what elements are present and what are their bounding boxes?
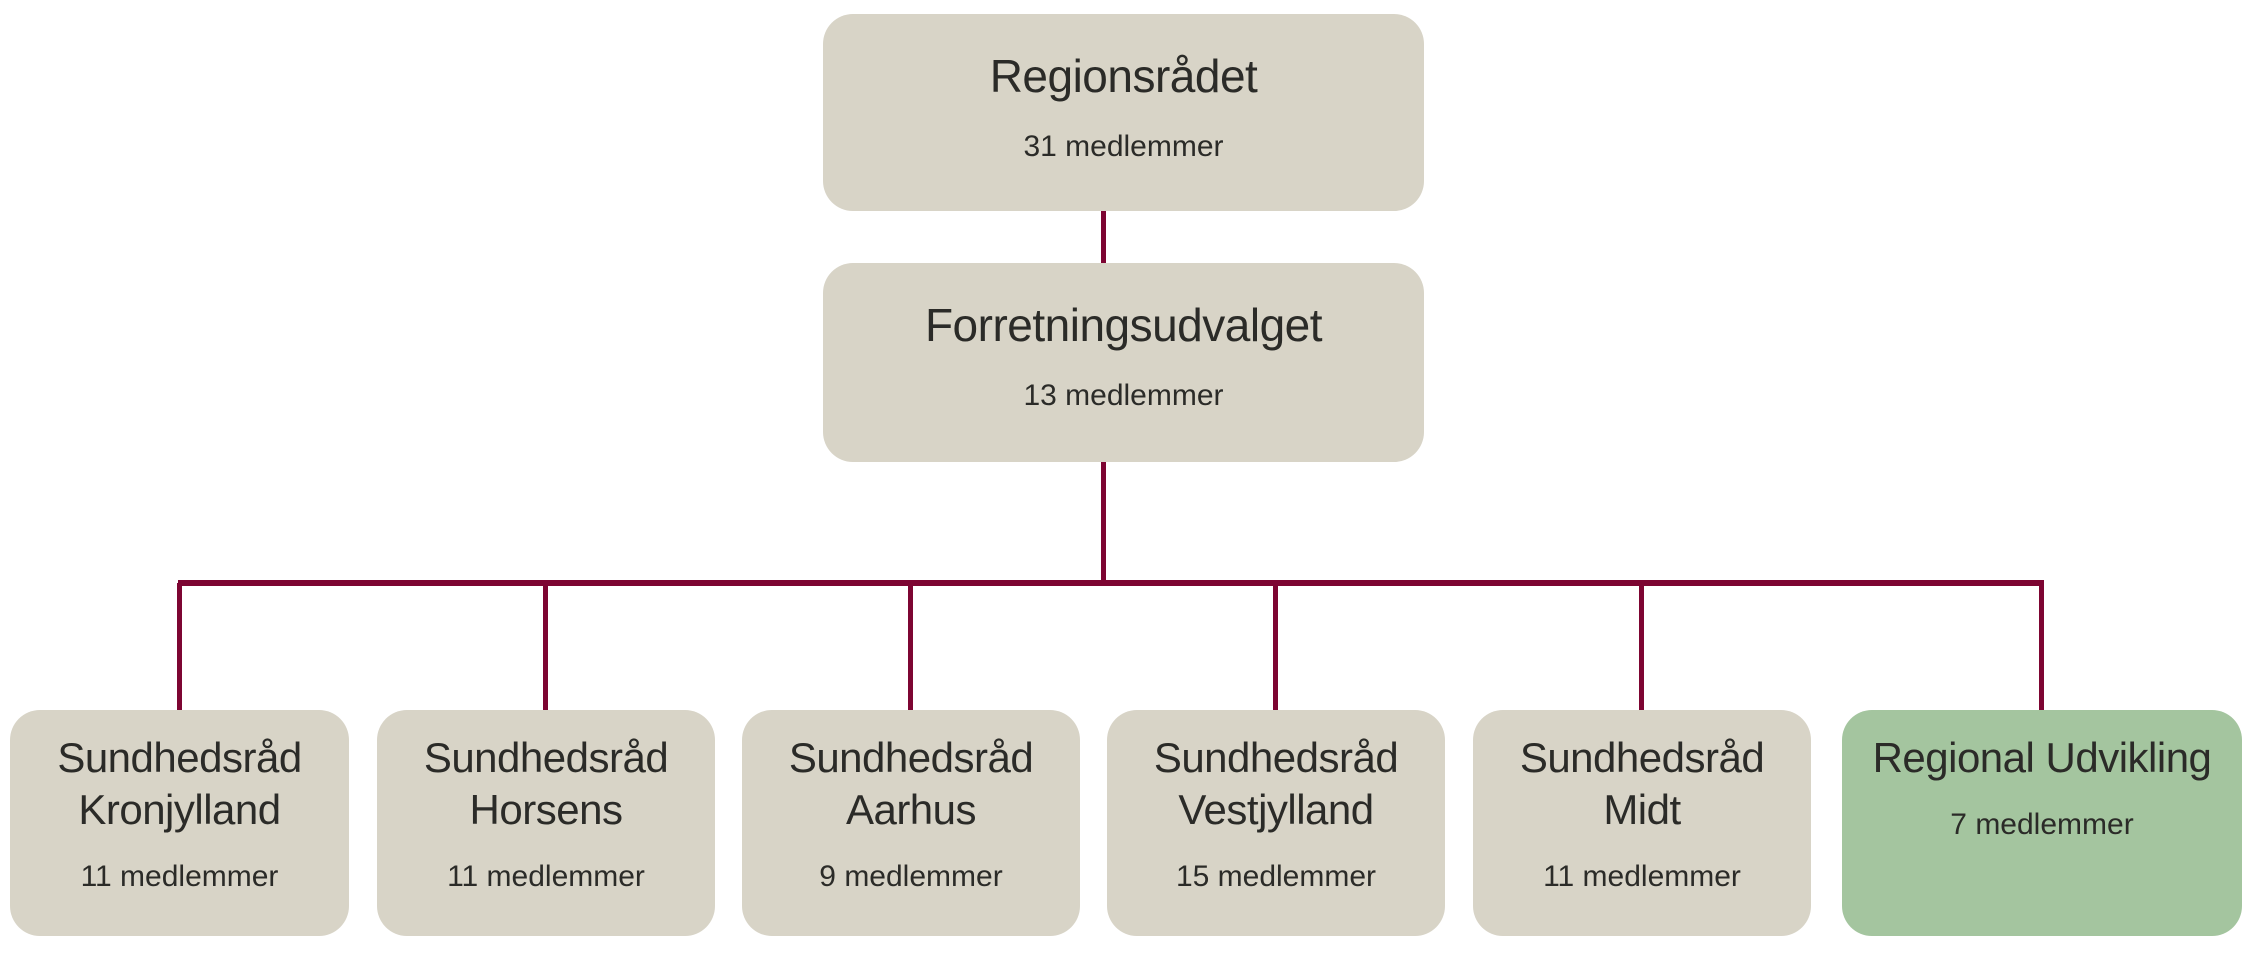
connector-drop-kronjylland <box>177 583 182 710</box>
node-subtitle: 31 medlemmer <box>1023 130 1224 163</box>
node-title: Regional Udvikling <box>1872 734 2212 781</box>
connector-drop-midt <box>1639 583 1644 710</box>
connector-drop-aarhus <box>908 583 913 710</box>
node-title: Forretningsudvalget <box>924 299 1323 351</box>
node-subtitle: 11 medlemmer <box>80 860 279 893</box>
node-subtitle: 11 medlemmer <box>447 860 645 893</box>
node-subtitle: 7 medlemmer <box>1950 808 2134 841</box>
node-title: Regionsrådet <box>989 50 1258 102</box>
node-subtitle: 11 medlemmer <box>1543 860 1741 893</box>
node-title: Sundhedsråd Kronjylland <box>57 734 302 833</box>
node-regionsradet: Regionsrådet 31 medlemmer <box>823 14 1424 211</box>
node-sundhedsrad-kronjylland: Sundhedsråd Kronjylland 11 medlemmer <box>10 710 349 936</box>
node-sundhedsrad-vestjylland: Sundhedsråd Vestjylland 15 medlemmer <box>1107 710 1445 936</box>
node-forretningsudvalget: Forretningsudvalget 13 medlemmer <box>823 263 1424 462</box>
node-subtitle: 13 medlemmer <box>1023 379 1224 412</box>
node-sundhedsrad-aarhus: Sundhedsråd Aarhus 9 medlemmer <box>742 710 1080 936</box>
connector-bus <box>178 580 2044 586</box>
connector-drop-regional-udvikling <box>2039 583 2044 710</box>
node-title: Sundhedsråd Aarhus <box>788 734 1034 833</box>
connector-root-to-executive <box>1101 211 1106 263</box>
node-title: Sundhedsråd Midt <box>1519 734 1765 833</box>
node-subtitle: 9 medlemmer <box>819 860 1003 893</box>
node-regional-udvikling: Regional Udvikling 7 medlemmer <box>1842 710 2242 936</box>
node-sundhedsrad-midt: Sundhedsråd Midt 11 medlemmer <box>1473 710 1811 936</box>
connector-drop-horsens <box>543 583 548 710</box>
connector-executive-to-bus <box>1101 462 1106 583</box>
connector-drop-vestjylland <box>1273 583 1278 710</box>
node-subtitle: 15 medlemmer <box>1175 860 1377 893</box>
node-title: Sundhedsråd Vestjylland <box>1153 734 1399 833</box>
node-sundhedsrad-horsens: Sundhedsråd Horsens 11 medlemmer <box>377 710 715 936</box>
node-title: Sundhedsråd Horsens <box>423 734 669 833</box>
